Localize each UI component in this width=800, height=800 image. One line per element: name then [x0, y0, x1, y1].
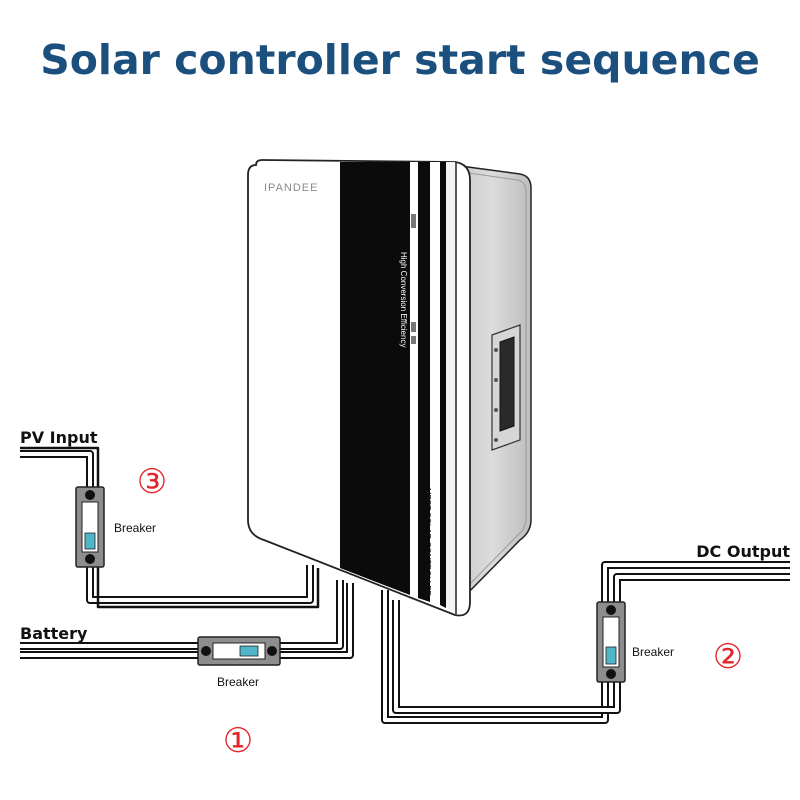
dc-output-label: DC Output — [696, 542, 790, 561]
pv-breaker-icon — [75, 486, 105, 568]
output-breaker-label: Breaker — [632, 645, 674, 659]
device-tagline: High Conversion Efficiency — [399, 252, 408, 347]
step-number-output: ② — [713, 637, 743, 677]
side-handle-icon — [491, 324, 521, 451]
solar-controller-unit: IPANDEE High Conversion Efficiency MPPT … — [247, 159, 532, 617]
battery-breaker-label: Breaker — [217, 675, 259, 689]
pv-breaker-label: Breaker — [114, 521, 156, 535]
device-model-label: MPPT SOLAR CONTROLLER — [423, 488, 432, 597]
front-black-band — [340, 162, 410, 595]
step-number-battery: ① — [223, 721, 253, 761]
led-indicator-icon — [411, 336, 416, 344]
led-indicator-icon — [411, 322, 416, 332]
step-number-pv: ③ — [137, 462, 167, 502]
pv-input-label: PV Input — [20, 428, 98, 447]
battery-label: Battery — [20, 624, 88, 643]
brand-logo: IPANDEE — [264, 182, 318, 194]
led-indicator-icon — [411, 214, 416, 228]
diagram-title: Solar controller start sequence — [40, 36, 760, 84]
battery-breaker-icon — [197, 636, 281, 666]
wires — [20, 446, 790, 724]
output-breaker-icon — [596, 601, 626, 683]
